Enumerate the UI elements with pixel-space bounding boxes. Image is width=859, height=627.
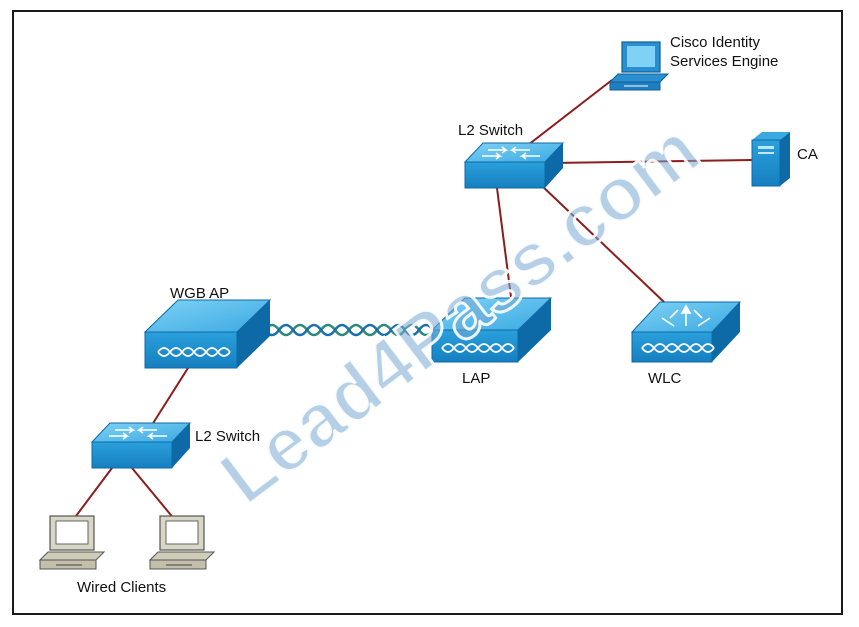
wired-client-2-icon xyxy=(148,515,216,570)
link-switch-wlc xyxy=(539,183,665,303)
lap-icon xyxy=(430,297,553,363)
wired-clients-label: Wired Clients xyxy=(77,579,167,596)
lap-label: LAP xyxy=(462,370,491,387)
bottom-l2-switch-icon xyxy=(90,422,192,469)
ise-label-line1: Cisco Identity xyxy=(670,34,761,51)
link-wgb-switch xyxy=(149,367,189,429)
wired-client-1-icon xyxy=(38,515,106,570)
bottom-switch-label: L2 Switch xyxy=(195,428,261,445)
top-switch-label: L2 Switch xyxy=(458,122,524,139)
link-switch-lap xyxy=(496,187,512,298)
link-switch-client2 xyxy=(131,467,176,521)
link-switch-ca xyxy=(551,159,753,164)
links xyxy=(72,79,753,521)
link-switch-ise xyxy=(527,79,613,146)
link-switch-client1 xyxy=(72,467,113,521)
wireless-link xyxy=(263,323,435,337)
wgb-ap-label: WGB AP xyxy=(170,285,230,302)
ise-workstation-icon xyxy=(608,41,670,91)
wgb-ap-icon xyxy=(143,299,272,369)
ise-label-line2: Services Engine xyxy=(670,53,779,70)
ca-label: CA xyxy=(797,146,818,163)
top-l2-switch-icon xyxy=(463,142,565,189)
wlc-label: WLC xyxy=(648,370,682,387)
ca-server-icon xyxy=(751,132,790,187)
wlc-icon xyxy=(630,301,742,363)
